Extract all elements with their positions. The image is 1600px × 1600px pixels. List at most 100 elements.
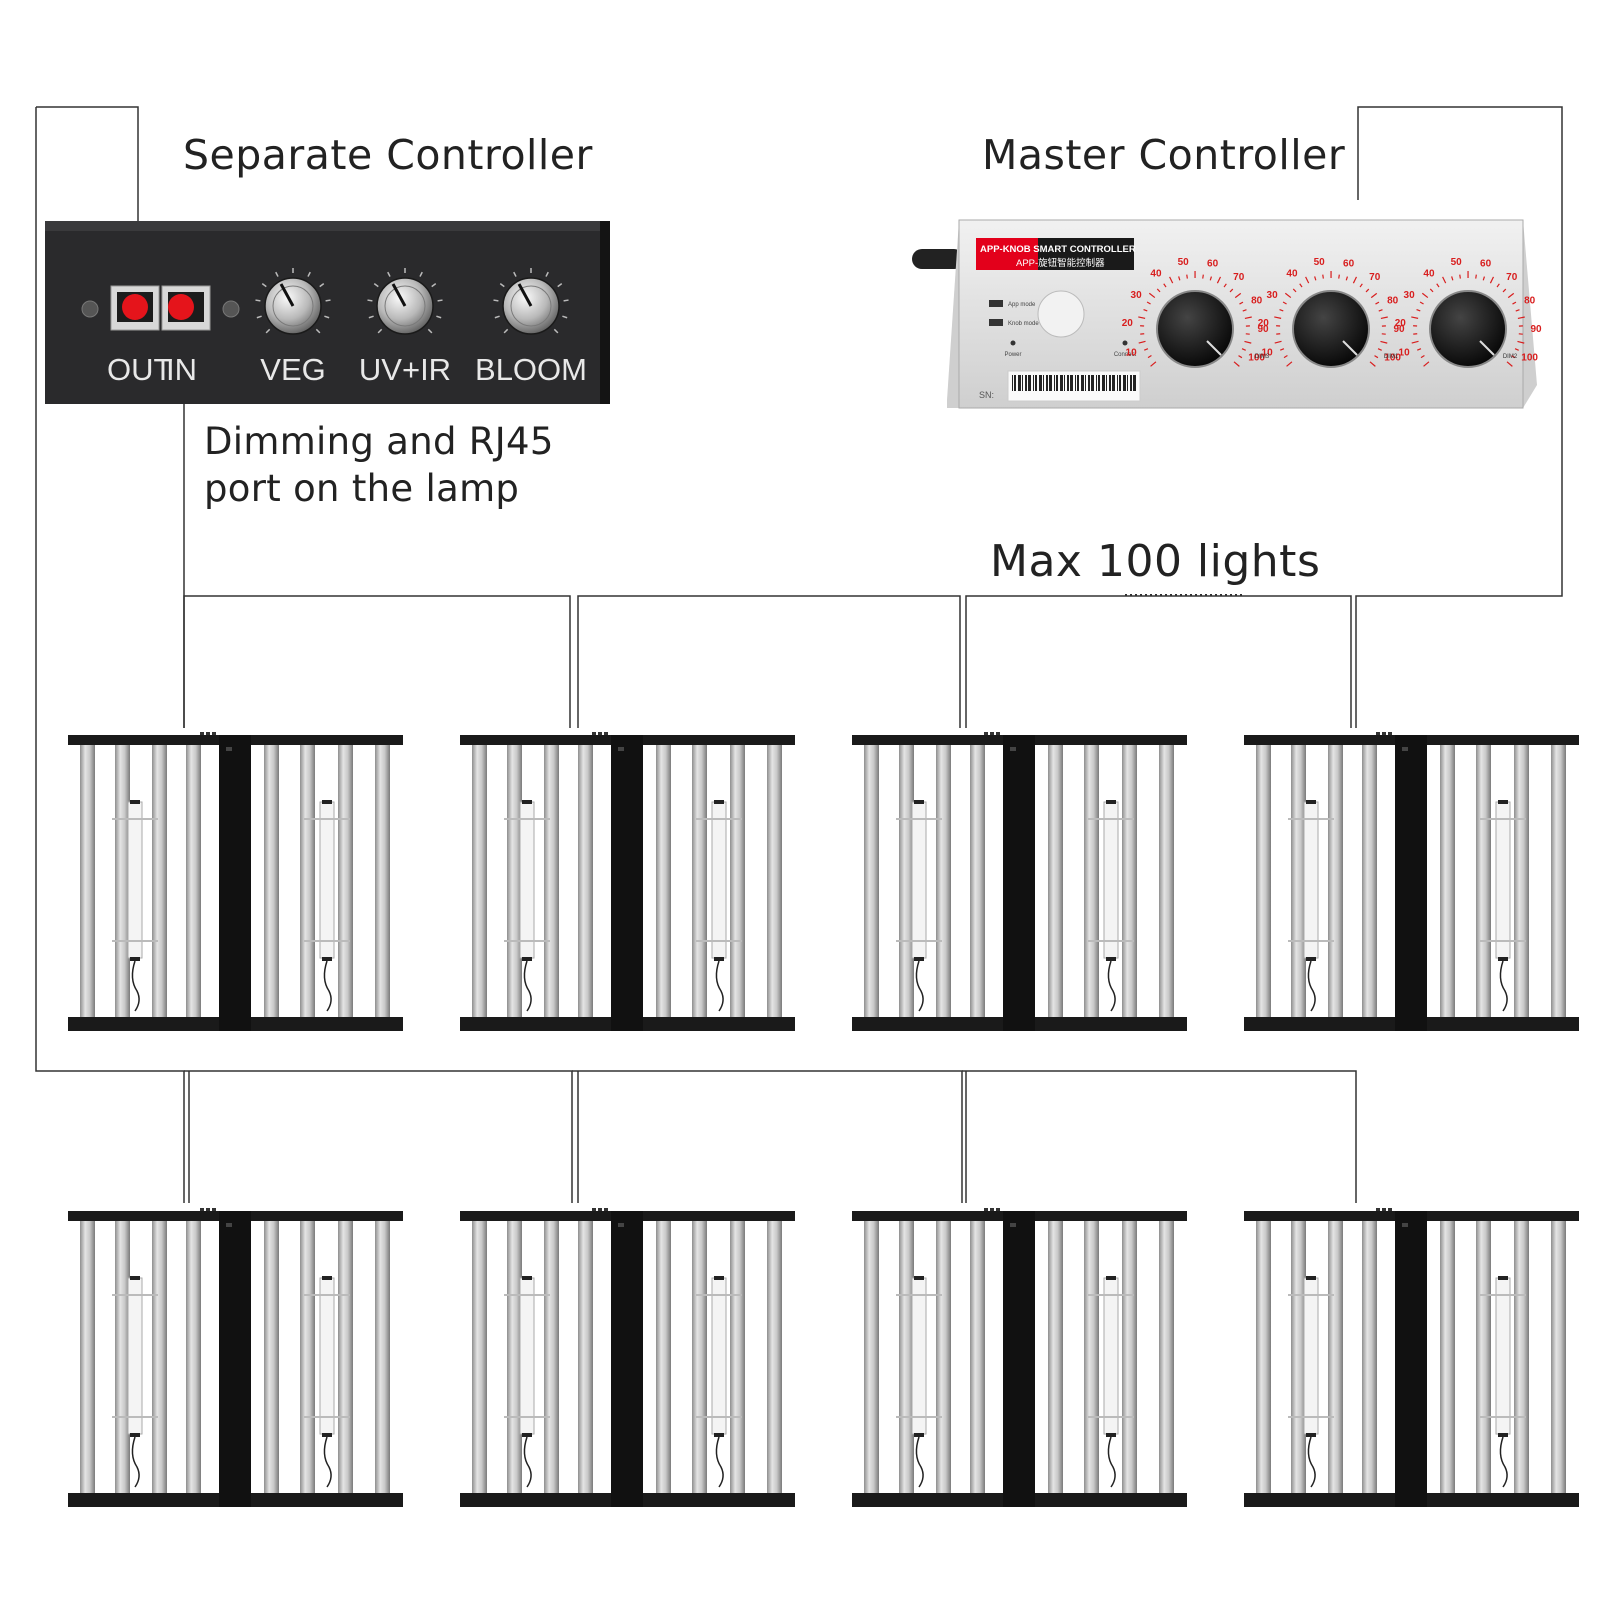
led-bar — [1440, 743, 1455, 1019]
mode-button[interactable] — [1037, 290, 1085, 338]
led-bar — [1362, 1219, 1377, 1495]
dial-tick — [1507, 292, 1515, 299]
knob-tick — [275, 271, 279, 277]
rail-connector — [1388, 732, 1392, 735]
inner-tube — [319, 801, 335, 959]
dial-scale-label: 80 — [1524, 295, 1536, 306]
led-bar — [186, 1219, 201, 1495]
tube-cap — [322, 1276, 332, 1280]
rj45-port-out[interactable] — [110, 285, 160, 331]
tube-cap — [914, 1433, 924, 1437]
dial-tick — [1514, 348, 1519, 351]
connect-label: Connect — [1114, 352, 1137, 358]
knob-tick — [367, 299, 373, 302]
barcode-bar — [1064, 375, 1065, 391]
led-bar — [970, 1219, 985, 1495]
dimmer-knob[interactable] — [367, 268, 443, 335]
tube-cable — [1499, 1436, 1508, 1488]
knob-tick — [557, 283, 563, 288]
knob-tick — [324, 315, 330, 319]
dial-scale-label: 30 — [1131, 290, 1143, 301]
led-bar — [730, 743, 745, 1019]
knob-tick — [377, 328, 383, 334]
rail-connector — [598, 1208, 602, 1211]
led-bar — [186, 743, 201, 1019]
dimmer-knob[interactable] — [255, 268, 331, 335]
dial-tick — [1511, 355, 1516, 359]
tube-cap — [1498, 957, 1508, 961]
rj45-port-in[interactable] — [161, 285, 211, 331]
led-bar — [578, 1219, 593, 1495]
dial-tick — [1442, 276, 1447, 284]
wire-path — [962, 1070, 1357, 1203]
tube-cable — [523, 960, 532, 1012]
tube-cap — [1106, 800, 1116, 804]
dial-face — [1429, 290, 1507, 368]
knob-tick — [325, 299, 331, 302]
lamp-driver — [1003, 735, 1035, 1031]
dial-tick — [1496, 283, 1500, 288]
dimmer-knob[interactable] — [493, 268, 569, 335]
tube-cable — [523, 1436, 532, 1488]
tube-cap — [1106, 957, 1116, 961]
dial-tick — [1421, 292, 1429, 299]
barcode-bar — [1088, 375, 1090, 391]
barcode-bar — [1075, 375, 1076, 391]
dial-tick — [1506, 361, 1513, 367]
tube-cap — [1106, 1276, 1116, 1280]
rail-connector — [1376, 1208, 1380, 1211]
barcode-bar — [1039, 375, 1042, 391]
led-bar — [1328, 1219, 1343, 1495]
tube-cap — [130, 1276, 140, 1280]
driver-port — [618, 1223, 624, 1227]
tube-cap — [1498, 1276, 1508, 1280]
tube-cable — [715, 960, 724, 1012]
dial-tick — [1369, 361, 1376, 367]
dial-tick — [1244, 340, 1252, 344]
driver-port — [618, 747, 624, 751]
dial-tick — [1178, 276, 1181, 281]
barcode-bar — [1070, 375, 1073, 391]
knob-tick — [545, 271, 549, 277]
dial-tick — [1216, 276, 1222, 284]
dial-scale-label: 70 — [1506, 272, 1518, 283]
dial-tick — [1283, 355, 1288, 359]
knob-tick — [261, 283, 267, 288]
knob-tick — [419, 271, 423, 277]
led-bar — [1256, 1219, 1271, 1495]
knob-ring — [272, 285, 314, 327]
driver-port — [1010, 747, 1016, 751]
driver-port — [1402, 747, 1408, 751]
knob-tick — [265, 328, 271, 334]
dial-scale-label: 80 — [1387, 295, 1399, 306]
tube-cap — [1306, 1433, 1316, 1437]
dial-tick — [1338, 274, 1340, 279]
barcode-bar — [1109, 375, 1111, 391]
knob-tick — [387, 271, 391, 277]
led-bar — [375, 1219, 390, 1495]
grow-light — [68, 732, 403, 1031]
tube-cap — [914, 1276, 924, 1280]
rail-connector — [984, 732, 988, 735]
barcode-bar — [1067, 375, 1069, 391]
barcode-bar — [1127, 375, 1128, 391]
dial-scale-label: 100 — [1248, 353, 1265, 364]
dial-tick — [1241, 348, 1246, 351]
dial-tick — [1482, 276, 1486, 281]
barcode-bar — [1028, 375, 1031, 391]
dial-scale-label: 50 — [1314, 257, 1326, 268]
dial-scale-label: 50 — [1451, 257, 1463, 268]
led-bar — [899, 743, 914, 1019]
barcode-bar — [1018, 375, 1021, 391]
bloom-label: BLOOM — [475, 352, 587, 387]
dial-tick — [1284, 292, 1292, 299]
dial-tick — [1502, 288, 1507, 293]
led-bar — [1362, 743, 1377, 1019]
knob-tick — [562, 315, 568, 319]
dimming-note: Dimming and RJ45 port on the lamp — [204, 418, 554, 512]
tube-cable — [131, 1436, 140, 1488]
